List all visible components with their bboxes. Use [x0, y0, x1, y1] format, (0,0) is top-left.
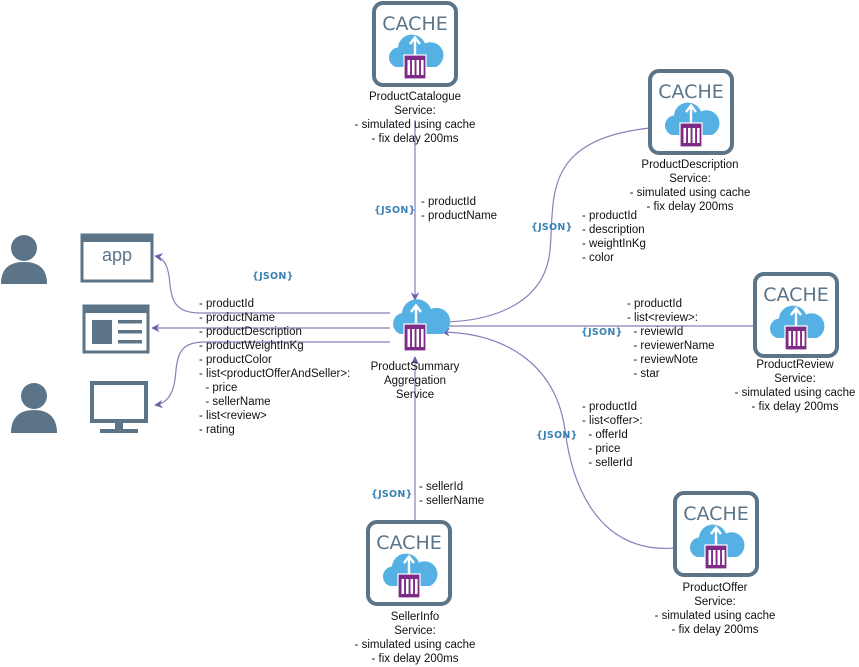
app-window-label: app — [101, 245, 133, 265]
summary-fields-line: - rating — [199, 424, 235, 436]
summary-fields-line: - productWeightInKg — [199, 340, 304, 352]
catalogue-fields-line: - productName — [421, 210, 498, 222]
review-service-label-line: - simulated using cache — [734, 387, 856, 399]
user-icon — [11, 383, 57, 433]
description-service-label-line: Service: — [669, 173, 711, 185]
user-icon — [1, 235, 47, 284]
offer-service-label-line: ProductOffer — [682, 582, 748, 594]
json-badge: {JSON} — [252, 271, 294, 282]
catalogue-service-label-line: - fix delay 200ms — [371, 133, 459, 145]
summary-fields: - productId - productName - productDescrip… — [199, 297, 350, 437]
summary-fields-line: - productId — [199, 298, 254, 310]
description-cache-icon — [648, 69, 734, 155]
seller-service-label-line: Service: — [394, 625, 436, 637]
offer-cache-icon — [673, 491, 759, 577]
review-fields-line: - reviewerName — [627, 340, 715, 352]
description-fields: - productId - description - weightInKg - co… — [582, 209, 646, 265]
description-fields-line: - weightInKg — [582, 238, 646, 250]
catalogue-cache-icon — [372, 1, 458, 87]
review-service-label-line: Service: — [774, 373, 816, 385]
json-badge: {JSON} — [531, 222, 573, 233]
catalogue-service-label-line: Service: — [394, 105, 436, 117]
summary-fields-line: - sellerName — [199, 396, 271, 408]
description-to-aggregation-connector — [439, 127, 651, 327]
description-service-label-line: - simulated using cache — [629, 187, 751, 199]
offer-to-aggregation-connector — [441, 327, 677, 549]
review-fields-line: - star — [627, 368, 660, 380]
offer-fields-line: - productId — [582, 401, 637, 413]
summary-fields-line: - list<review> — [199, 410, 267, 422]
offer-fields: - productId - list<offer>: - offerId - pr… — [582, 400, 643, 470]
desktop-monitor-icon — [90, 381, 148, 433]
review-fields-line: - reviewNote — [627, 354, 698, 366]
review-service-label-line: - fix delay 200ms — [751, 401, 839, 413]
seller-service-label-line: - fix delay 200ms — [371, 653, 459, 665]
offer-service-label-line: Service: — [694, 596, 736, 608]
aggregation-service-icon — [393, 299, 451, 352]
review-fields-line: - list<review>: — [627, 312, 698, 324]
catalogue-fields: - productId - productName — [421, 195, 497, 223]
summary-fields-line: - productColor — [199, 354, 272, 366]
mobile-app-icon — [80, 233, 154, 283]
summary-fields-line: - price — [199, 382, 238, 394]
description-service-label-line: ProductDescription — [641, 159, 739, 171]
catalogue-fields-line: - productId — [421, 196, 476, 208]
review-fields-line: - reviewId — [627, 326, 684, 338]
aggregation-service-label-line: Service — [395, 389, 435, 401]
aggregation-service-label-line: ProductSummary — [370, 361, 460, 373]
json-badge: {JSON} — [581, 327, 623, 338]
catalogue-service-label-line: - simulated using cache — [354, 119, 476, 131]
summary-fields-line: - productName — [199, 312, 276, 324]
aggregation-to-mobile-connector — [154, 253, 390, 314]
summary-fields-line: - productDescription — [199, 326, 302, 338]
seller-fields: - sellerId - sellerName — [419, 480, 484, 508]
aggregation-to-desktop-connector — [154, 341, 390, 409]
description-fields-line: - description — [582, 224, 645, 236]
offer-fields-line: - price — [582, 443, 621, 455]
json-badge: {JSON} — [374, 205, 416, 216]
review-service-label-line: ProductReview — [756, 359, 834, 371]
offer-fields-line: - list<offer>: — [582, 415, 643, 427]
review-fields-line: - productId — [627, 298, 682, 310]
offer-service-label-line: - simulated using cache — [654, 610, 776, 622]
offer-service-label-line: - fix delay 200ms — [671, 624, 759, 636]
json-badge: {JSON} — [371, 489, 413, 500]
seller-service-label-line: - simulated using cache — [354, 639, 476, 651]
description-fields-line: - color — [582, 252, 614, 264]
aggregation-service-label-line: Aggregation — [383, 375, 447, 387]
seller-service-label-line: SellerInfo — [390, 611, 440, 623]
description-fields-line: - productId — [582, 210, 637, 222]
web-page-icon — [82, 304, 150, 354]
review-cache-icon — [753, 272, 839, 358]
description-service-label-line: - fix delay 200ms — [646, 201, 734, 213]
seller-cache-icon — [366, 520, 452, 606]
seller-fields-line: - sellerId — [419, 481, 464, 493]
catalogue-service-label-line: ProductCatalogue — [368, 91, 462, 103]
offer-fields-line: - sellerId — [582, 457, 633, 469]
summary-fields-line: - list<productOfferAndSeller>: — [199, 368, 351, 380]
json-badge: {JSON} — [536, 430, 578, 441]
offer-fields-line: - offerId — [582, 429, 628, 441]
seller-fields-line: - sellerName — [419, 495, 485, 507]
review-fields: - productId - list<review>: - reviewId - … — [627, 297, 715, 381]
